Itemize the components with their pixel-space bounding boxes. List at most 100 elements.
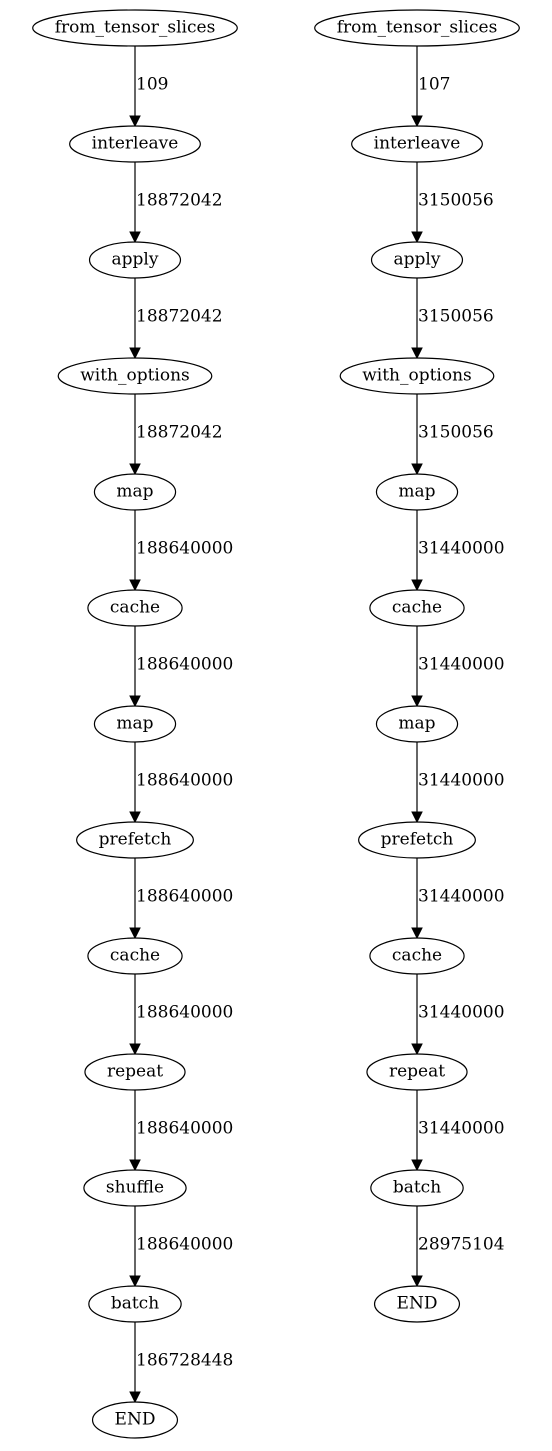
node-ellipse [69,125,201,163]
arrowhead-icon [411,1159,423,1172]
edge-label: 31440000 [418,771,505,791]
node-ellipse [373,1285,461,1323]
node-label: prefetch [99,830,172,850]
node-cache: cache [369,937,465,975]
node-from-tensor-slices: from_tensor_slices [314,9,520,47]
node-ellipse [375,705,459,743]
edge: 18872042 [129,278,223,360]
edge-label: 188640000 [136,887,233,907]
node-END: END [91,1401,179,1439]
node-ellipse [88,241,182,279]
node-ellipse [91,1401,179,1439]
node-map: map [375,705,459,743]
edge-label: 3150056 [418,307,494,327]
edge: 31440000 [411,1090,505,1172]
node-cache: cache [87,937,183,975]
node-shuffle: shuffle [83,1169,187,1207]
arrowhead-icon [129,1391,141,1404]
edge: 18872042 [129,162,223,244]
edge: 28975104 [411,1206,505,1288]
node-ellipse [369,589,465,627]
node-label: cache [392,946,442,966]
edge: 31440000 [411,626,505,708]
node-label: cache [110,598,160,618]
arrowhead-icon [411,811,423,824]
node-label: map [116,482,153,502]
edge: 188640000 [129,742,233,824]
edge: 109 [129,46,168,128]
node-ellipse [83,1169,187,1207]
edge: 188640000 [129,1090,233,1172]
node-ellipse [314,9,520,47]
node-label: with_options [80,366,190,386]
edge-label: 107 [418,75,450,95]
node-repeat: repeat [366,1053,468,1091]
arrowhead-icon [411,1275,423,1288]
arrowhead-icon [411,115,423,128]
node-label: from_tensor_slices [337,18,498,38]
node-label: END [397,1294,438,1314]
arrowhead-icon [411,927,423,940]
node-label: with_options [362,366,472,386]
node-apply: apply [370,241,464,279]
edge: 186728448 [129,1322,233,1404]
node-END: END [373,1285,461,1323]
edge-label: 188640000 [136,1003,233,1023]
arrowhead-icon [129,695,141,708]
arrowhead-icon [129,811,141,824]
edge-label: 18872042 [136,423,223,443]
node-ellipse [76,821,194,859]
node-map: map [93,473,177,511]
node-interleave: interleave [69,125,201,163]
edge-label: 18872042 [136,191,223,211]
arrowhead-icon [411,347,423,360]
node-map: map [93,705,177,743]
node-label: map [116,714,153,734]
arrowhead-icon [129,115,141,128]
arrowhead-icon [411,1043,423,1056]
node-ellipse [358,821,476,859]
node-label: apply [112,250,159,270]
node-ellipse [370,1169,464,1207]
node-label: repeat [107,1062,163,1082]
node-map: map [375,473,459,511]
node-prefetch: prefetch [76,821,194,859]
edge-label: 109 [136,75,168,95]
arrowhead-icon [411,231,423,244]
edge-label: 28975104 [418,1235,505,1255]
node-label: cache [392,598,442,618]
node-repeat: repeat [84,1053,186,1091]
edge-label: 18872042 [136,307,223,327]
edge: 188640000 [129,974,233,1056]
edge: 107 [411,46,450,128]
arrowhead-icon [411,579,423,592]
node-label: map [398,714,435,734]
edge: 31440000 [411,510,505,592]
node-ellipse [93,473,177,511]
arrowhead-icon [129,1275,141,1288]
node-ellipse [339,357,495,395]
node-label: END [115,1410,156,1430]
edge: 31440000 [411,742,505,824]
edge: 188640000 [129,510,233,592]
node-batch: batch [370,1169,464,1207]
edge: 188640000 [129,1206,233,1288]
edge-label: 31440000 [418,539,505,559]
arrowhead-icon [129,579,141,592]
edge: 3150056 [411,278,494,360]
edge-label: 31440000 [418,1003,505,1023]
node-label: apply [394,250,441,270]
node-ellipse [57,357,213,395]
node-label: map [398,482,435,502]
arrowhead-icon [411,695,423,708]
node-with-options: with_options [339,357,495,395]
edge-label: 31440000 [418,887,505,907]
node-ellipse [366,1053,468,1091]
edge: 31440000 [411,974,505,1056]
edge-label: 188640000 [136,539,233,559]
edge-label: 188640000 [136,655,233,675]
arrowhead-icon [129,347,141,360]
edge-label: 188640000 [136,1119,233,1139]
node-label: repeat [389,1062,445,1082]
